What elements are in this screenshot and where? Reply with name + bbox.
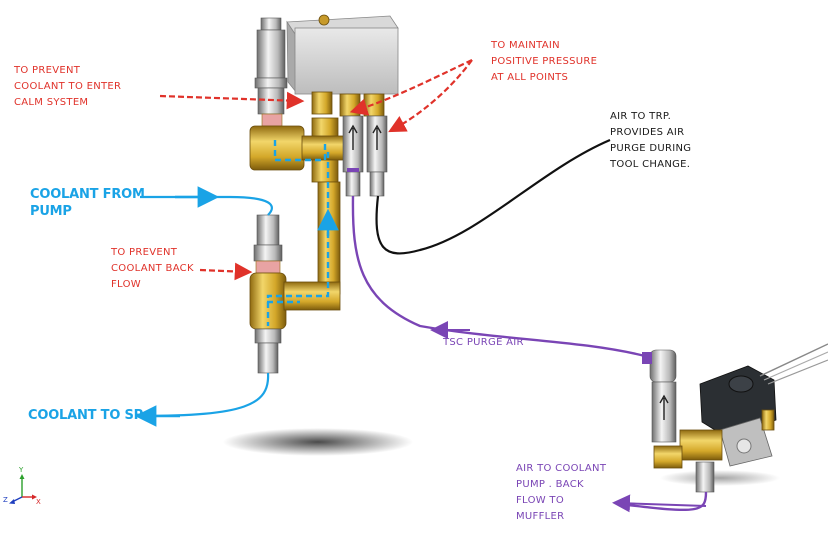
solenoid-valve [642, 343, 828, 493]
purge-air-hose [351, 195, 646, 358]
prevent-calm-label: TO PREVENT COOLANT TO ENTER CALM SYSTEM [14, 65, 122, 108]
red-callouts [159, 59, 473, 281]
axis-y-label: Y [19, 466, 24, 474]
assembly-shadow [223, 428, 413, 456]
coolant-out-line [139, 372, 270, 418]
air-trp-label: AIR TO TRP. PROVIDES AIR PURGE DURING TO… [610, 111, 692, 170]
axis-z-label: Z [3, 496, 8, 504]
muffler-arrow [612, 494, 707, 513]
air-coolant-pump-label: AIR TO COOLANT PUMP . BACK FLOW TO MUFFL… [516, 463, 607, 522]
coolant-to-sp-label: COOLANT TO SP [28, 408, 143, 423]
air-hose-black [375, 138, 611, 255]
valve-shadow [660, 470, 780, 486]
coolant-in-line [140, 195, 273, 216]
positive-pressure-label: TO MAINTAIN POSITIVE PRESSURE AT ALL POI… [491, 40, 598, 83]
axis-x-label: X [36, 498, 41, 506]
manifold-assembly [249, 14, 399, 374]
muffler-hose [619, 491, 708, 512]
axis-triad [9, 474, 37, 504]
tsc-purge-air-label: TSC PURGE AIR [443, 337, 524, 348]
coolant-from-pump-label: COOLANT FROM PUMP [30, 187, 145, 219]
prevent-backflow-label: TO PREVENT COOLANT BACK FLOW [111, 247, 194, 290]
